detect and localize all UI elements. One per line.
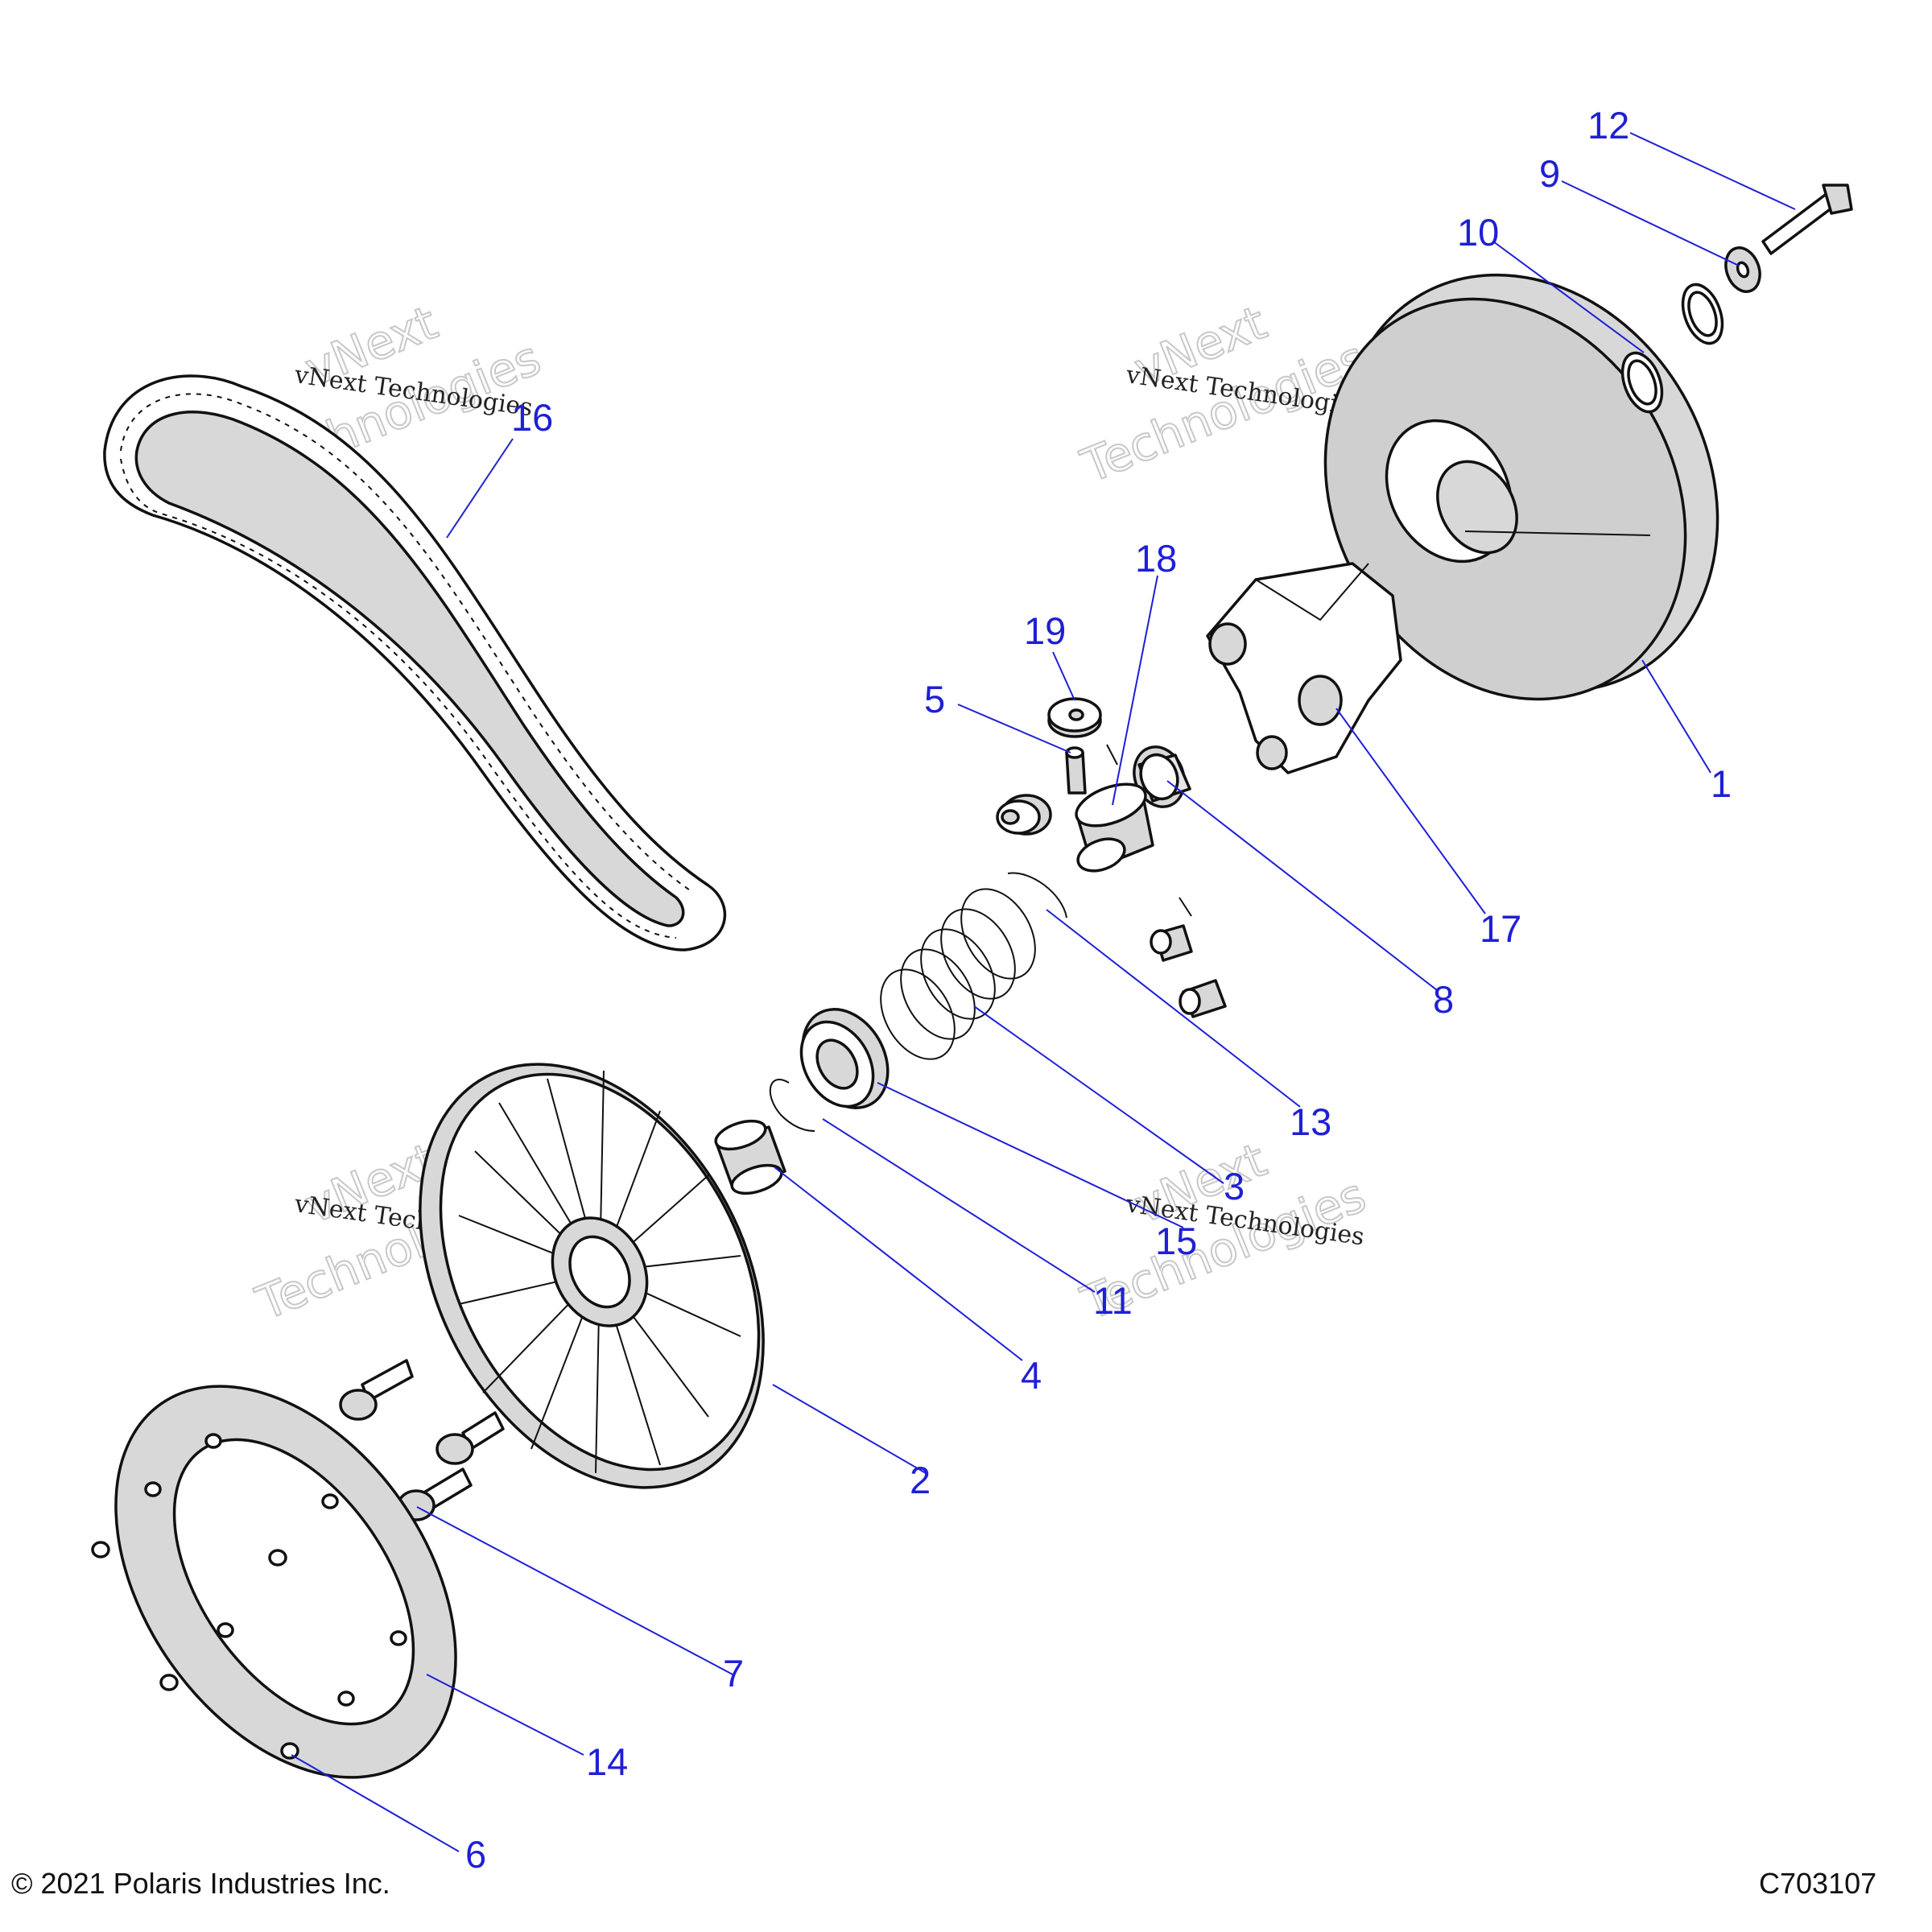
weight-pin [1065,744,1118,795]
bearing [799,1008,890,1109]
screw-4 [280,1742,299,1760]
ring-plate [114,1385,457,1779]
callout-9: 9 [1539,152,1560,195]
callout-3: 3 [1224,1165,1245,1208]
callouts: 1 2 3 4 5 6 7 8 9 10 11 12 13 14 15 16 1… [465,104,1732,1876]
callout-10: 10 [1457,211,1499,254]
diagram-code: C703107 [1759,1867,1876,1900]
screw-2 [268,1549,287,1567]
callout-17: 17 [1480,907,1521,950]
copyright-text: © 2021 Polaris Industries Inc. [11,1867,390,1900]
sheave-bushing [714,1119,786,1195]
cam-weight-2 [996,794,1052,836]
bolt-upper [339,1359,414,1421]
callout-15: 15 [1155,1220,1197,1262]
drive-belt [103,374,727,952]
callout-12: 12 [1587,104,1629,147]
bolt-lower [397,1468,473,1521]
washer-9 [1724,246,1761,293]
spring [880,888,1036,1060]
bolt-12 [1761,184,1853,255]
callout-1: 1 [1711,762,1732,805]
callout-11: 11 [1093,1279,1133,1322]
callout-14: 14 [586,1740,628,1783]
leader-lines [291,132,1796,1852]
screw-1 [91,1541,110,1558]
callout-13: 13 [1290,1100,1331,1143]
callout-19: 19 [1024,609,1066,652]
screw-3 [159,1674,179,1691]
callout-2: 2 [910,1459,931,1501]
roller [1075,782,1154,873]
callout-4: 4 [1021,1354,1042,1397]
snap-ring-upper [1007,872,1067,919]
snap-ring [769,1079,815,1132]
callout-5: 5 [924,678,945,720]
spider [1206,562,1402,774]
callout-18: 18 [1135,537,1177,580]
washer-10b [1681,283,1724,345]
callout-6: 6 [465,1833,486,1876]
callout-16: 16 [511,396,553,439]
roller-pin [1150,897,1227,1018]
callout-7: 7 [723,1652,744,1695]
movable-sheave [419,1063,765,1489]
callout-8: 8 [1433,978,1454,1021]
cam-weight [1047,697,1102,738]
washer-10a [1620,351,1664,414]
bolt-mid [436,1411,505,1465]
